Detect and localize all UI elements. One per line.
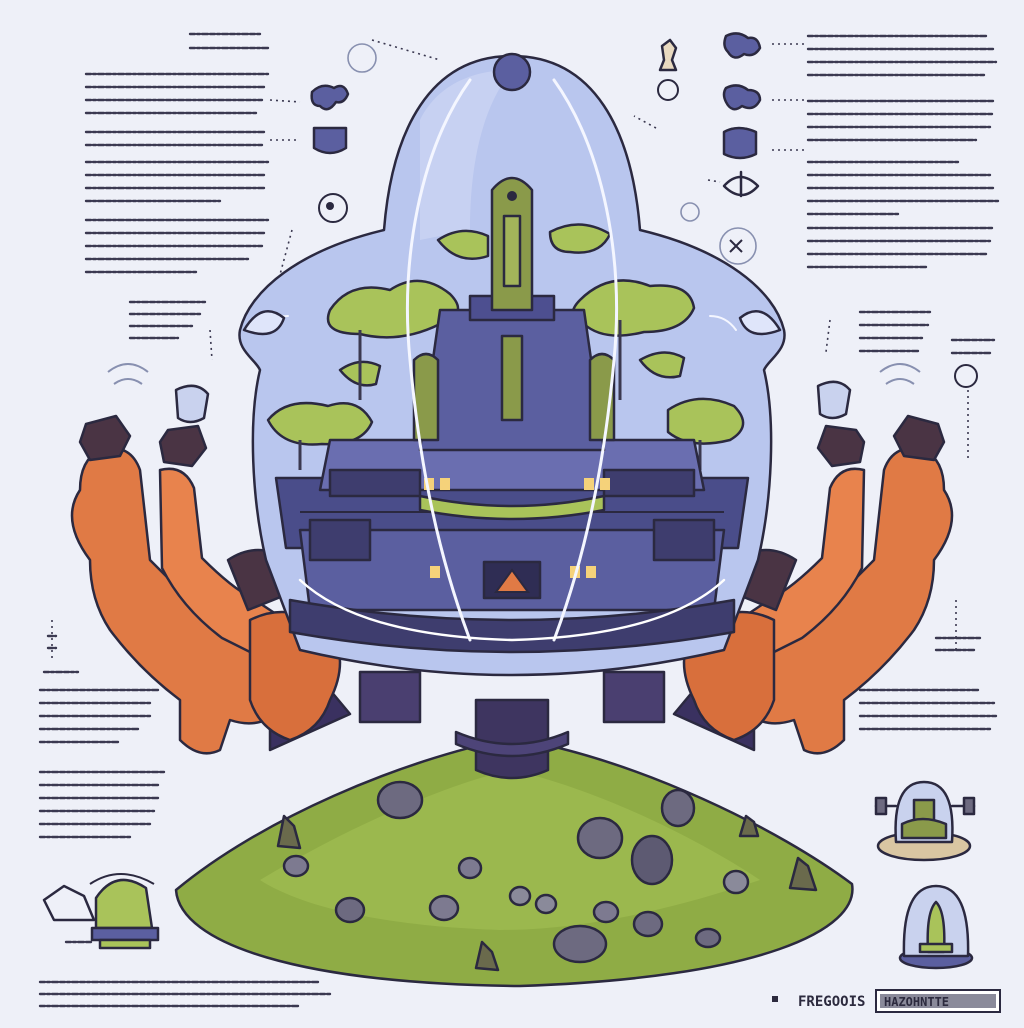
dome-pedestal (454, 698, 570, 780)
dome-top-knob (492, 52, 532, 92)
mini-terrarium-icon (874, 780, 976, 970)
interior-foliage (266, 223, 745, 470)
dome-ears (242, 310, 782, 336)
caption-left: FREGOOIS (798, 994, 865, 1010)
footer-captions: FREGOOIS HAZOHNTTE (772, 989, 1001, 1013)
glass-reflections (261, 78, 737, 642)
caption-right: HAZOHNTTE (884, 995, 949, 1009)
claw-icon (310, 32, 762, 198)
leader-lines (51, 39, 969, 660)
left-text-blocks (38, 32, 332, 1008)
planter-icon (42, 873, 160, 950)
right-text-blocks (806, 34, 1000, 731)
hill-rocks (276, 780, 818, 972)
rock-icon (318, 38, 978, 388)
